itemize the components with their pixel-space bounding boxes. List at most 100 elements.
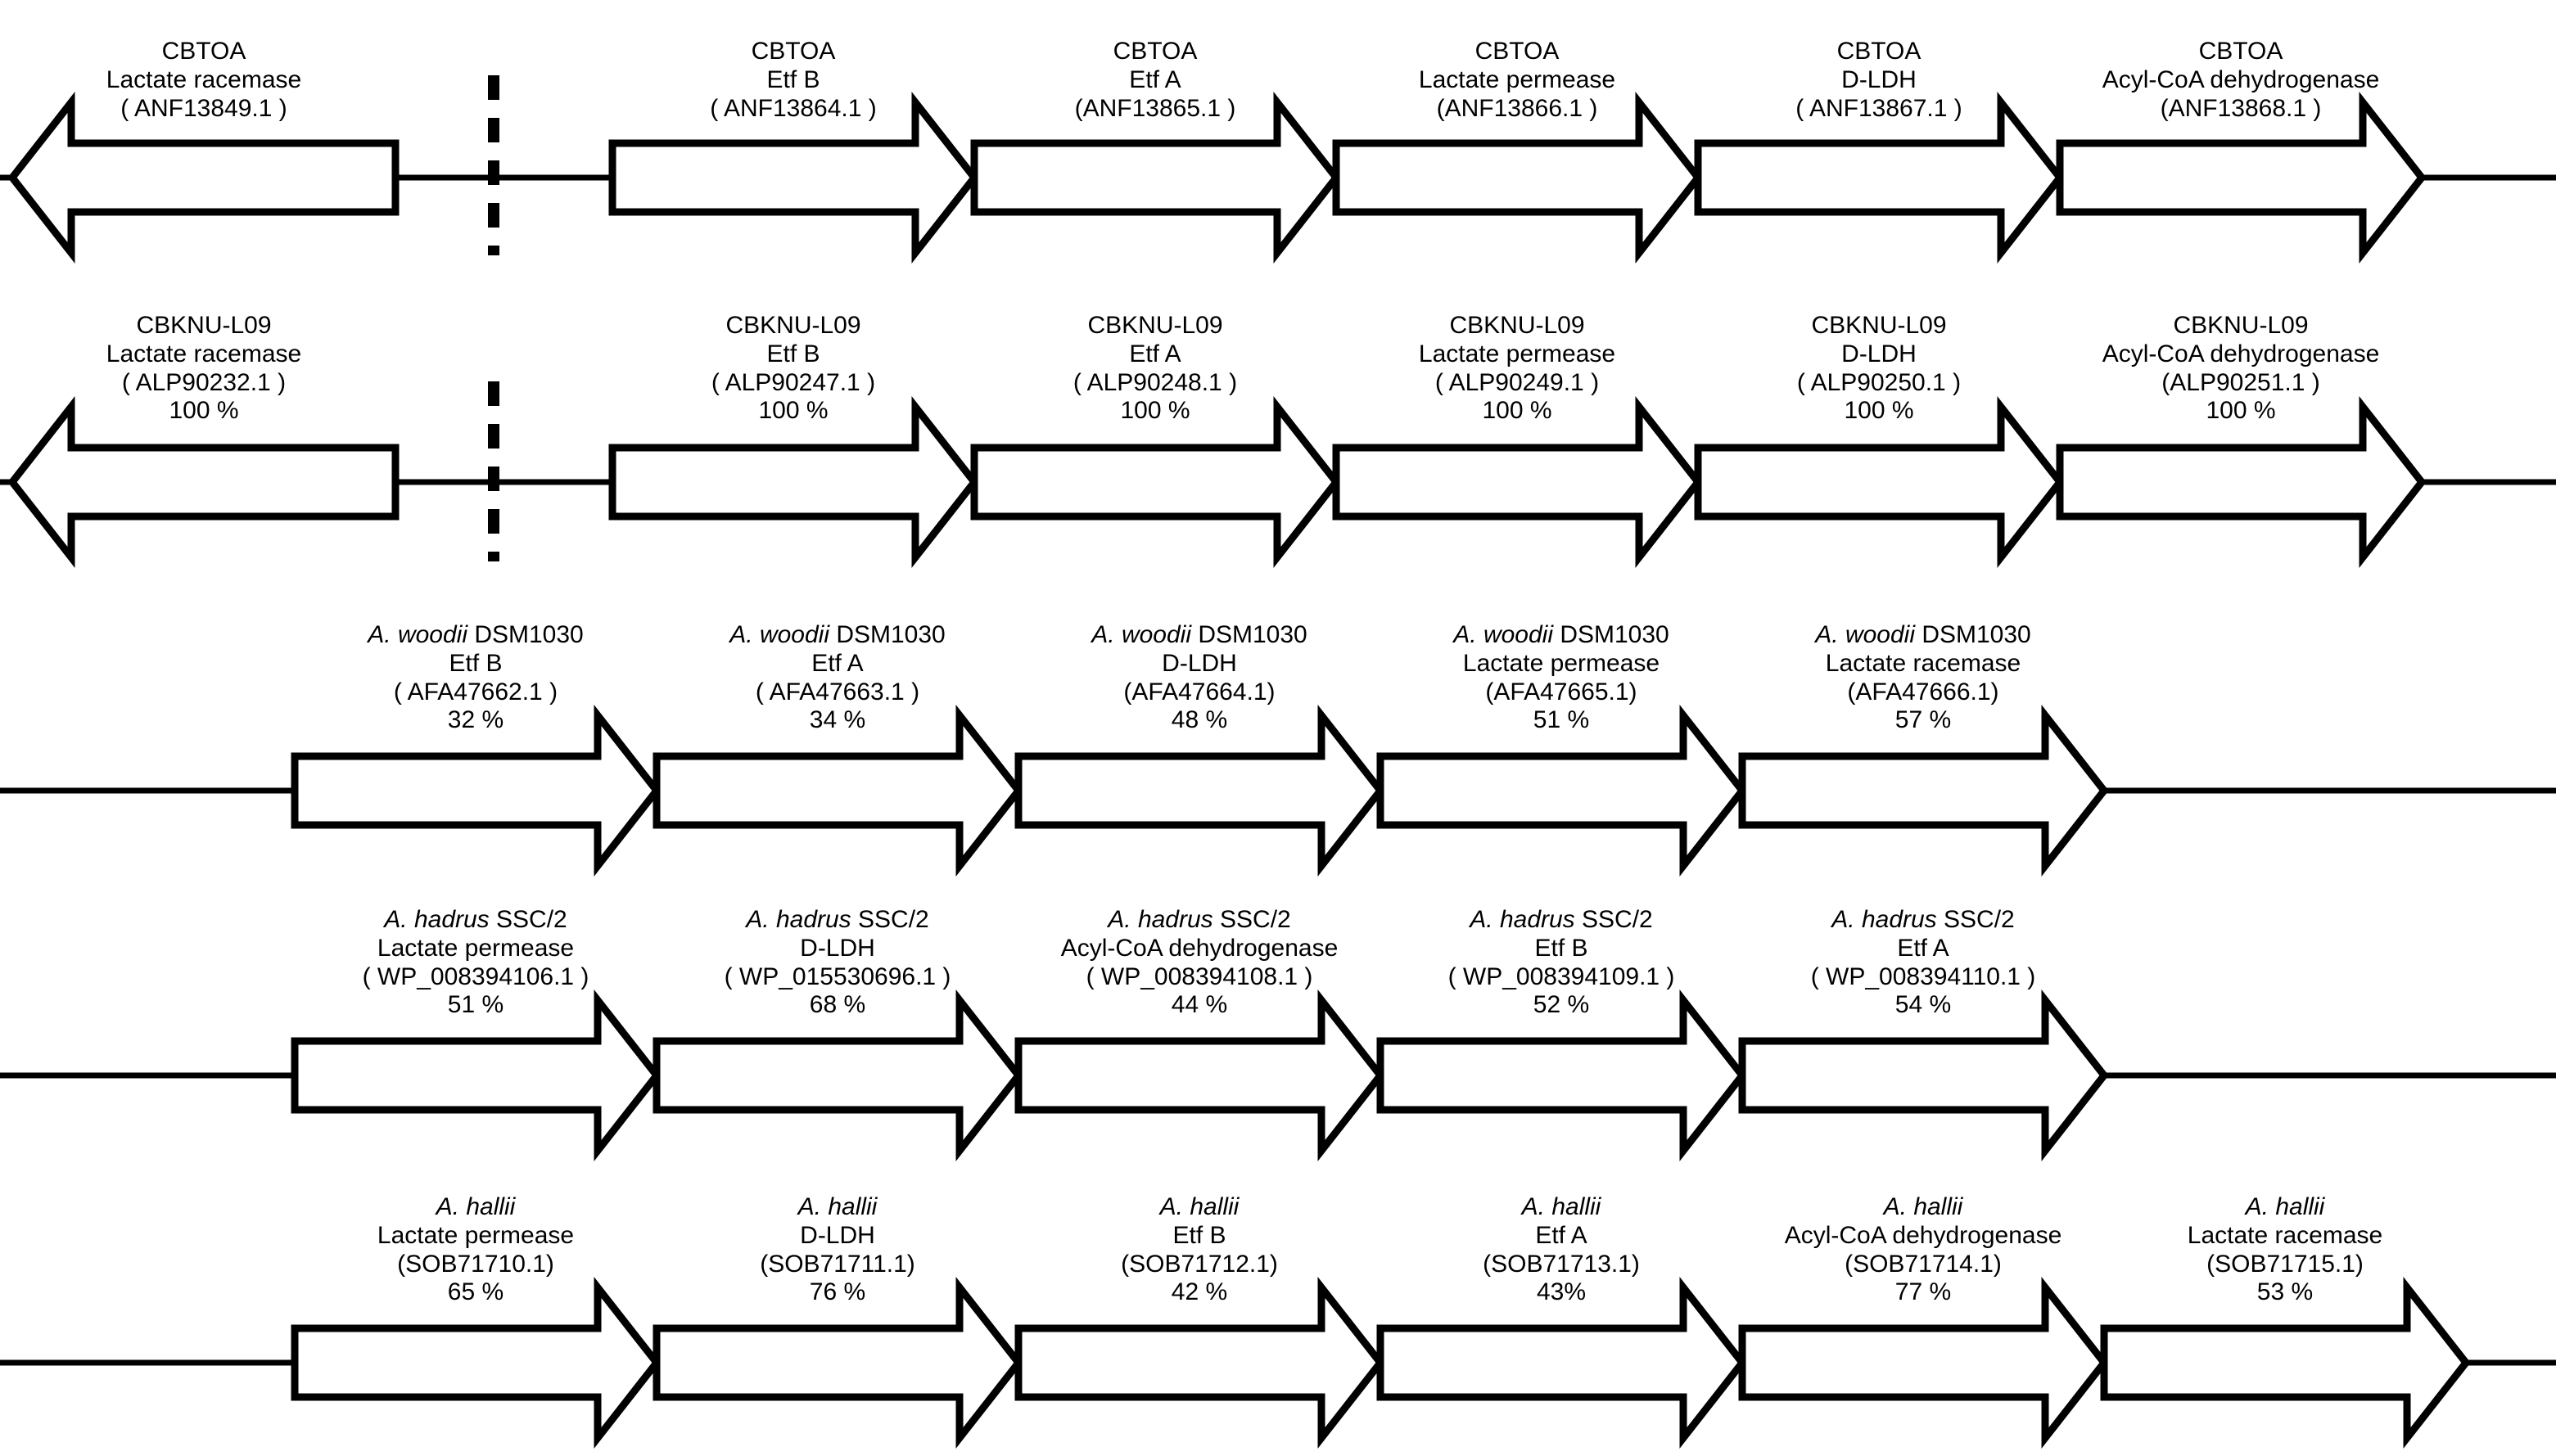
gene-arrow-row-cbknu-l09-etf-b[interactable]: CBKNU-L09 Etf B ( ALP90247.1 ) bbox=[608, 395, 979, 569]
species-name-italic: A. hadrus bbox=[1108, 906, 1213, 933]
gene-arrow-row-a-hadrus-etf-b[interactable]: A. hadrus SSC/2 Etf B ( WP_008394109.1 ) bbox=[1376, 989, 1747, 1162]
gene-identity-percent: 51 % bbox=[447, 991, 504, 1019]
gene-accession: (SOB71715.1) bbox=[2206, 1250, 2364, 1278]
gene-accession: (SOB71712.1) bbox=[1121, 1250, 1278, 1278]
gene-organism: A. hadrus SSC/2 bbox=[1448, 906, 1675, 935]
gene-arrow-row-cbknu-l09-etf-a[interactable]: CBKNU-L09 Etf A ( ALP90248.1 ) bbox=[970, 395, 1341, 569]
gene-arrow-row-a-hallii-lactate-permease[interactable]: A. hallii Lactate permease (SOB71710.1) bbox=[291, 1276, 662, 1449]
gene-product: D-LDH bbox=[800, 934, 875, 962]
gene-arrow-row-a-hallii-etf-a[interactable]: A. hallii Etf A (SOB71713.1) bbox=[1376, 1276, 1747, 1449]
species-name-italic: A. hallii bbox=[1159, 1193, 1240, 1220]
gene-arrow-row-a-hadrus-d-ldh[interactable]: A. hadrus SSC/2 D-LDH ( WP_015530696.1 ) bbox=[653, 989, 1023, 1162]
species-name-italic: A. woodii bbox=[729, 621, 829, 648]
gene-product: Lactate permease bbox=[1418, 65, 1616, 93]
gene-product: Acyl-CoA dehydrogenase bbox=[1060, 934, 1339, 962]
gene-organism: A. woodii DSM1030 bbox=[729, 621, 945, 650]
gene-accession: ( AFA47662.1 ) bbox=[393, 678, 558, 705]
gene-product: D-LDH bbox=[1841, 65, 1917, 93]
gene-arrow-row-a-hadrus-acyl-coa-dehydrogenase[interactable]: A. hadrus SSC/2 Acyl-CoA dehydrogenase (… bbox=[1014, 989, 1385, 1162]
gene-arrow-row-cbtoa-d-ldh[interactable]: CBTOA D-LDH ( ANF13867.1 ) bbox=[1694, 91, 2065, 264]
gene-product: Etf A bbox=[811, 649, 864, 677]
gene-arrow-row-a-woodii-lactate-racemase[interactable]: A. woodii DSM1030 Lactate racemase (AFA4… bbox=[1738, 704, 2109, 877]
gene-organism: A. hadrus SSC/2 bbox=[1811, 906, 2036, 935]
gene-accession: (ANF13868.1 ) bbox=[2160, 94, 2322, 122]
gene-arrow-row-cbtoa-etf-a[interactable]: CBTOA Etf A (ANF13865.1 ) bbox=[970, 91, 1341, 264]
gene-arrow-row-a-woodii-etf-a[interactable]: A. woodii DSM1030 Etf A ( AFA47663.1 ) bbox=[653, 704, 1023, 877]
gene-arrow-row-a-hallii-acyl-coa-dehydrogenase[interactable]: A. hallii Acyl-CoA dehydrogenase (SOB717… bbox=[1738, 1276, 2109, 1449]
gene-organism: CBKNU-L09 bbox=[725, 312, 861, 339]
gene-arrow-row-a-woodii-d-ldh[interactable]: A. woodii DSM1030 D-LDH (AFA47664.1) bbox=[1014, 704, 1385, 877]
species-name-italic: A. hallii bbox=[1521, 1193, 1601, 1220]
strain-name: SSC/2 bbox=[1213, 906, 1291, 933]
gene-accession: ( ALP90232.1 ) bbox=[121, 368, 287, 396]
gene-organism: CBTOA bbox=[751, 38, 836, 65]
gene-identity-percent: 100 % bbox=[1844, 397, 1914, 425]
gene-arrow-row-a-woodii-lactate-permease[interactable]: A. woodii DSM1030 Lactate permease (AFA4… bbox=[1376, 704, 1747, 877]
gene-accession: ( WP_008394106.1 ) bbox=[362, 962, 589, 990]
gene-arrow-row-cbtoa-lactate-permease[interactable]: CBTOA Lactate permease (ANF13866.1 ) bbox=[1332, 91, 1703, 264]
gene-identity-percent: 34 % bbox=[809, 706, 866, 734]
gene-product: D-LDH bbox=[1841, 340, 1917, 367]
gene-arrow-row-cbtoa-lactate-racemase[interactable]: CBTOA Lactate racemase ( ANF13849.1 ) bbox=[7, 91, 400, 264]
gene-product: Lactate racemase bbox=[2187, 1221, 2383, 1249]
gene-accession: (ANF13865.1 ) bbox=[1074, 94, 1236, 122]
gene-organism: A. hadrus SSC/2 bbox=[363, 906, 589, 935]
gene-organism: A. hallii bbox=[760, 1193, 915, 1222]
gene-arrow-row-cbknu-l09-d-ldh[interactable]: CBKNU-L09 D-LDH ( ALP90250.1 ) bbox=[1694, 395, 2065, 569]
gene-arrow-row-cbtoa-acyl-coa-dehydrogenase[interactable]: CBTOA Acyl-CoA dehydrogenase (ANF13868.1… bbox=[2056, 91, 2427, 264]
gene-identity-percent: 100 % bbox=[2206, 397, 2276, 425]
strain-name: SSC/2 bbox=[489, 906, 567, 933]
gene-product: Etf B bbox=[766, 340, 820, 367]
gene-arrow-row-cbtoa-etf-b[interactable]: CBTOA Etf B ( ANF13864.1 ) bbox=[608, 91, 979, 264]
gene-identity-percent: 54 % bbox=[1894, 991, 1952, 1019]
gene-arrow-row-a-hadrus-lactate-permease[interactable]: A. hadrus SSC/2 Lactate permease ( WP_00… bbox=[291, 989, 662, 1162]
gene-product: Lactate permease bbox=[1418, 340, 1616, 367]
gene-product: Acyl-CoA dehydrogenase bbox=[1784, 1221, 2062, 1249]
gene-product: Etf A bbox=[1129, 65, 1181, 93]
gene-product: Etf B bbox=[449, 649, 503, 677]
gene-arrow-row-cbknu-l09-acyl-coa-dehydrogenase[interactable]: CBKNU-L09 Acyl-CoA dehydrogenase (ALP902… bbox=[2056, 395, 2427, 569]
gene-arrow-row-a-hallii-etf-b[interactable]: A. hallii Etf B (SOB71712.1) bbox=[1014, 1276, 1385, 1449]
gene-identity-percent: 52 % bbox=[1533, 991, 1590, 1019]
gene-accession: ( ANF13864.1 ) bbox=[710, 94, 877, 122]
gene-arrow-row-cbknu-l09-lactate-permease[interactable]: CBKNU-L09 Lactate permease ( ALP90249.1 … bbox=[1332, 395, 1703, 569]
species-name-italic: A. hallii bbox=[1883, 1193, 1963, 1220]
gene-identity-percent: 32 % bbox=[447, 706, 504, 734]
gene-arrow-row-a-woodii-etf-b[interactable]: A. woodii DSM1030 Etf B ( AFA47662.1 ) bbox=[291, 704, 662, 877]
gene-organism: CBTOA bbox=[2198, 38, 2283, 65]
gene-organism: CBKNU-L09 bbox=[136, 312, 272, 339]
gene-arrow-row-a-hadrus-etf-a[interactable]: A. hadrus SSC/2 Etf A ( WP_008394110.1 ) bbox=[1738, 989, 2109, 1162]
gene-organism: CBTOA bbox=[161, 38, 246, 65]
gene-organism: A. hallii bbox=[377, 1193, 574, 1222]
gene-product: Lactate racemase bbox=[106, 340, 302, 367]
gene-accession: ( WP_015530696.1 ) bbox=[724, 962, 951, 990]
species-name-italic: A. hallii bbox=[797, 1193, 878, 1220]
gene-identity-percent: 44 % bbox=[1171, 991, 1228, 1019]
gene-arrow-row-a-hallii-lactate-racemase[interactable]: A. hallii Lactate racemase (SOB71715.1) bbox=[2100, 1276, 2471, 1449]
species-name-italic: A. hallii bbox=[2245, 1193, 2325, 1220]
gene-organism: A. woodii DSM1030 bbox=[368, 621, 583, 650]
strain-name: DSM1030 bbox=[467, 621, 584, 648]
gene-arrow-row-cbknu-l09-lactate-racemase[interactable]: CBKNU-L09 Lactate racemase ( ALP90232.1 … bbox=[7, 395, 400, 569]
gene-product: Acyl-CoA dehydrogenase bbox=[2102, 340, 2380, 367]
gene-product: Lactate racemase bbox=[1825, 649, 2021, 677]
gene-accession: (SOB71713.1) bbox=[1483, 1250, 1640, 1278]
gene-product: D-LDH bbox=[1162, 649, 1237, 677]
gene-arrow-row-a-hallii-d-ldh[interactable]: A. hallii D-LDH (SOB71711.1) bbox=[653, 1276, 1023, 1449]
strain-name: DSM1030 bbox=[829, 621, 946, 648]
